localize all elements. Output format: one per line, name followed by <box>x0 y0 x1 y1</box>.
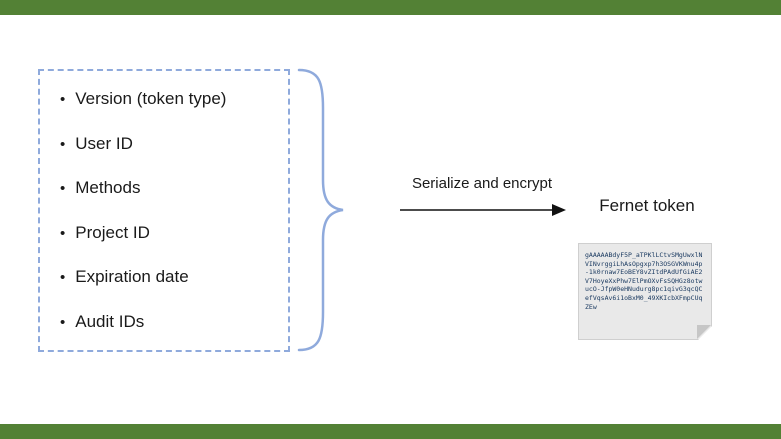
payload-item-label: Audit IDs <box>75 311 145 331</box>
frame-bottom-bar <box>0 424 781 439</box>
serialize-arrow-label: Serialize and encrypt <box>411 175 553 192</box>
payload-item-label: Version (token type) <box>75 89 227 109</box>
frame-top-bar <box>0 0 781 15</box>
payload-item-label: User ID <box>75 133 133 153</box>
right-arrow-icon <box>400 204 566 216</box>
payload-item-label: Expiration date <box>75 267 189 287</box>
payload-list-item: Expiration date <box>60 267 284 287</box>
document-fold-corner <box>697 325 711 339</box>
fernet-token-title: Fernet token <box>599 196 695 215</box>
payload-list-item: User ID <box>60 134 284 154</box>
payload-item-label: Project ID <box>75 222 150 242</box>
curly-brace-icon <box>297 68 344 352</box>
payload-list: Version (token type) User ID Methods Pro… <box>40 71 288 350</box>
fernet-token-value: gAAAAABdyF5P_aTPKlLCtvSMgUwxlNVINvrggiLh… <box>585 251 703 311</box>
fernet-token-document: gAAAAABdyF5P_aTPKlLCtvSMgUwxlNVINvrggiLh… <box>578 243 712 340</box>
payload-list-item: Audit IDs <box>60 312 284 332</box>
payload-list-item: Version (token type) <box>60 89 284 109</box>
payload-item-label: Methods <box>75 178 141 198</box>
payload-list-item: Project ID <box>60 223 284 243</box>
payload-list-item: Methods <box>60 178 284 198</box>
token-payload-box: Version (token type) User ID Methods Pro… <box>38 69 290 352</box>
